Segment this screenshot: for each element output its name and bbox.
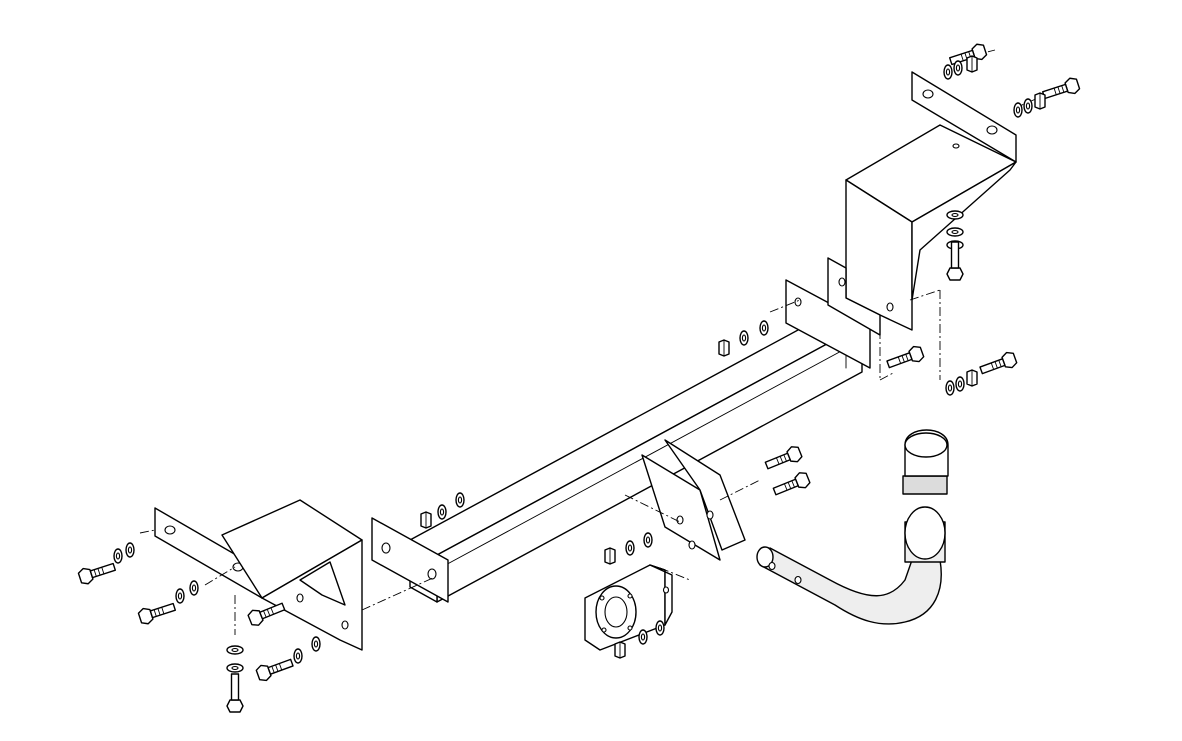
tube-end-plate-left [371,517,449,603]
left-side-bracket [154,499,363,651]
tow-ball-arm [756,429,949,625]
right-side-bracket [827,71,1017,336]
socket-plate [584,564,673,651]
center-mount-plate [641,439,746,561]
